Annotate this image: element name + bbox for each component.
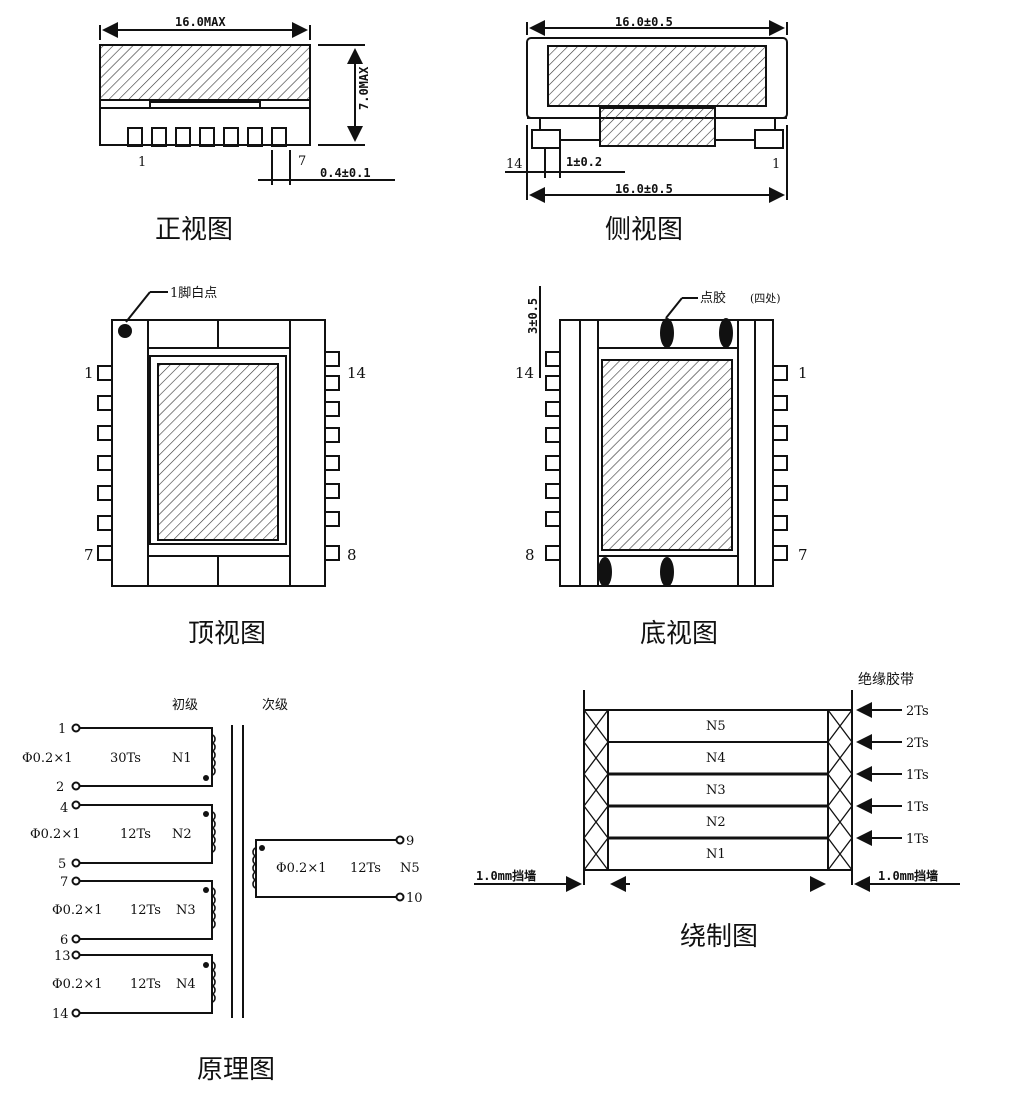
layer-n5: N5 bbox=[706, 719, 726, 734]
n4-turns: 12Ts bbox=[130, 977, 161, 992]
glue-dot-icon bbox=[719, 318, 733, 348]
n1-turns: 30Ts bbox=[110, 751, 141, 766]
n3-name: N3 bbox=[176, 903, 196, 918]
layer-n1: N1 bbox=[706, 847, 726, 862]
caption-bottom: 底视图 bbox=[640, 619, 718, 649]
side-top-dim: 16.0±0.5 bbox=[615, 15, 673, 29]
n2-turns: 12Ts bbox=[120, 827, 151, 842]
bottom-pin-tl: 14 bbox=[515, 364, 534, 382]
caption-winding: 绕制图 bbox=[680, 922, 758, 952]
layer-n2: N2 bbox=[706, 815, 726, 830]
caption-front: 正视图 bbox=[155, 215, 233, 245]
front-height-dim: 7.0MAX bbox=[357, 66, 371, 110]
secondary-label: 次级 bbox=[262, 697, 288, 713]
tape-label: 绝缘胶带 bbox=[858, 671, 914, 688]
primary-label: 初级 bbox=[172, 698, 198, 713]
bottom-pin-br: 7 bbox=[798, 546, 808, 564]
bottom-core bbox=[601, 359, 733, 551]
bottom-view bbox=[539, 286, 788, 587]
n1-name: N1 bbox=[172, 751, 192, 766]
top-pin-bl: 7 bbox=[84, 546, 94, 564]
bottom-pins-right bbox=[772, 365, 788, 561]
glue-dot-icon bbox=[598, 557, 612, 587]
n4-name: N4 bbox=[176, 977, 196, 992]
top-pin-br: 8 bbox=[347, 546, 357, 564]
front-bobbin bbox=[99, 107, 311, 146]
n2-top-pin: 4 bbox=[60, 801, 68, 816]
bottom-pin-bl: 8 bbox=[525, 546, 535, 564]
n5-turns: 12Ts bbox=[350, 861, 381, 876]
top-core bbox=[157, 363, 279, 541]
top-pin-tl: 1 bbox=[84, 364, 94, 382]
n5-spec: Φ0.2×1 bbox=[276, 861, 327, 876]
tape-turns-2: 2Ts bbox=[906, 736, 929, 751]
n2-bottom-pin: 5 bbox=[58, 857, 66, 872]
n3-turns: 12Ts bbox=[130, 903, 161, 918]
side-pin-left-label: 14 bbox=[506, 157, 523, 172]
front-pins bbox=[127, 127, 287, 147]
terminal-dots bbox=[71, 723, 405, 1018]
glue-dot-icon bbox=[660, 318, 674, 348]
top-view bbox=[97, 291, 340, 587]
bottom-pins-left bbox=[545, 351, 561, 561]
side-view bbox=[505, 20, 788, 203]
front-view bbox=[99, 22, 395, 185]
tape-turns-1: 2Ts bbox=[906, 704, 929, 719]
top-pins-right bbox=[324, 351, 340, 561]
n1-top-pin: 1 bbox=[58, 722, 66, 737]
layer-n3: N3 bbox=[706, 783, 726, 798]
front-core bbox=[99, 44, 311, 101]
n3-spec: Φ0.2×1 bbox=[52, 903, 103, 918]
side-core-center bbox=[599, 107, 716, 147]
tape-turns-3: 1Ts bbox=[906, 768, 929, 783]
layer-n4: N4 bbox=[706, 751, 726, 766]
n2-spec: Φ0.2×1 bbox=[30, 827, 81, 842]
front-width-dim: 16.0MAX bbox=[175, 15, 226, 29]
n2-name: N2 bbox=[172, 827, 192, 842]
bottom-side-dim: 3±0.5 bbox=[526, 298, 540, 334]
pin1-white-dot-icon bbox=[118, 324, 132, 338]
polarity-dots bbox=[203, 775, 265, 968]
n5-bottom-pin: 10 bbox=[406, 891, 423, 906]
n4-bottom-pin: 14 bbox=[52, 1007, 69, 1022]
n5-top-pin: 9 bbox=[406, 834, 414, 849]
side-pin-right-label: 1 bbox=[772, 157, 780, 172]
n1-bottom-pin: 2 bbox=[56, 780, 64, 795]
front-pin-dim: 0.4±0.1 bbox=[320, 166, 371, 180]
caption-top: 顶视图 bbox=[188, 619, 266, 649]
front-base-top bbox=[99, 100, 311, 109]
n4-spec: Φ0.2×1 bbox=[52, 977, 103, 992]
n4-top-pin: 13 bbox=[54, 949, 71, 964]
tape-turns-4: 1Ts bbox=[906, 800, 929, 815]
caption-side: 侧视图 bbox=[605, 215, 683, 245]
front-pin-left: 1 bbox=[138, 155, 146, 170]
margin-right-label: 1.0mm挡墙 bbox=[878, 868, 938, 883]
tape-turns-5: 1Ts bbox=[906, 832, 929, 847]
winding-diagram bbox=[474, 690, 960, 892]
glue-dot-icon bbox=[660, 557, 674, 587]
top-pins-left bbox=[97, 365, 113, 561]
side-bottom-dim: 16.0±0.5 bbox=[615, 182, 673, 196]
side-pin-right bbox=[754, 129, 784, 149]
margin-left-label: 1.0mm挡墙 bbox=[476, 868, 536, 883]
bottom-pin-tr: 1 bbox=[798, 364, 808, 382]
top-pin-tr: 14 bbox=[347, 364, 366, 382]
n3-bottom-pin: 6 bbox=[60, 933, 68, 948]
coil-loops bbox=[211, 734, 257, 1003]
bottom-glue-label: 点胶 bbox=[700, 290, 726, 306]
n5-name: N5 bbox=[400, 861, 420, 876]
left-margin-wall bbox=[583, 709, 609, 871]
n3-top-pin: 7 bbox=[60, 875, 68, 890]
side-pitch-dim: 1±0.2 bbox=[566, 155, 602, 169]
bottom-glue-note: (四处) bbox=[750, 292, 781, 305]
side-core-top bbox=[547, 45, 767, 107]
caption-principle: 原理图 bbox=[197, 1055, 275, 1085]
top-marker-label: 1脚白点 bbox=[170, 285, 217, 301]
front-pin-right: 7 bbox=[298, 154, 306, 169]
n1-spec: Φ0.2×1 bbox=[22, 751, 73, 766]
side-pin-left bbox=[531, 129, 561, 149]
schematic bbox=[76, 725, 400, 1018]
